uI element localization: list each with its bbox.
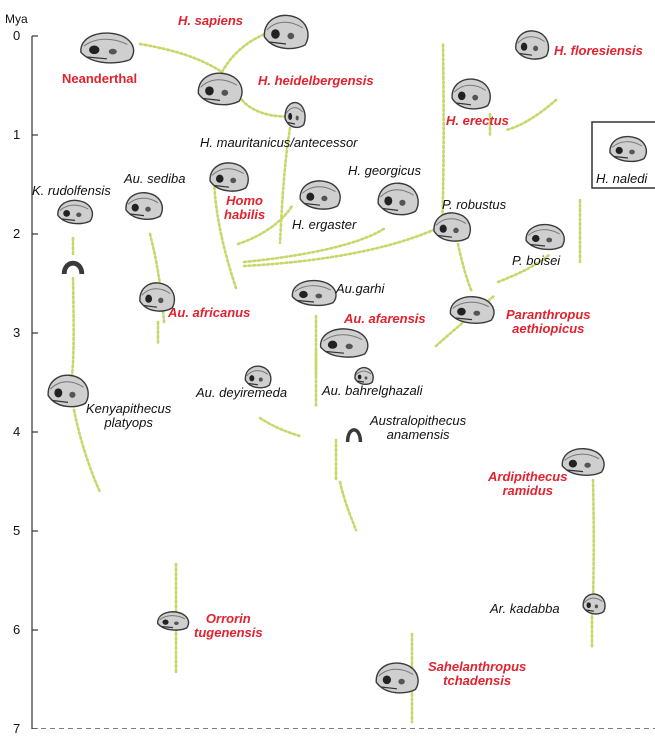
species-label-sahelanthropus-tchadensis: Sahelanthropus tchadensis bbox=[428, 660, 526, 687]
sahelanthropus-tchadensis-skull-icon bbox=[376, 663, 418, 693]
axis-tick-label: 2 bbox=[13, 226, 20, 241]
species-label-homo-habilis: Homo habilis bbox=[224, 194, 265, 221]
species-label-p-robustus: P. robustus bbox=[442, 198, 506, 212]
lineage-line bbox=[593, 480, 594, 600]
species-label-paranthropus-aethiopicus: Paranthropus aethiopicus bbox=[506, 308, 591, 335]
homo-habilis-skull-icon bbox=[210, 163, 248, 191]
axis-tick-label: 3 bbox=[13, 325, 20, 340]
h-georgicus-skull-icon bbox=[378, 183, 418, 215]
h-naledi-fossil-icon bbox=[610, 137, 646, 162]
lineage-line bbox=[140, 44, 222, 72]
species-label-australopithecus-anamensis: Australopithecus anamensis bbox=[370, 414, 466, 441]
lineage-line bbox=[242, 100, 292, 116]
species-label-au-sediba: Au. sediba bbox=[124, 172, 185, 186]
lineage-line bbox=[244, 226, 442, 266]
species-label-h-heidelbergensis: H. heidelbergensis bbox=[258, 74, 374, 88]
h-heidelbergensis-skull-icon bbox=[198, 73, 242, 105]
species-label-h-erectus: H. erectus bbox=[446, 114, 509, 128]
species-label-au-afarensis: Au. afarensis bbox=[344, 312, 426, 326]
species-label-orrorin-tugenensis: Orrorin tugenensis bbox=[194, 612, 263, 639]
h-erectus-skull-icon bbox=[452, 79, 490, 109]
species-label-ardipithecus-ramidus: Ardipithecus ramidus bbox=[488, 470, 567, 497]
h-ergaster-skull-icon bbox=[300, 181, 340, 209]
neanderthal-skull-icon bbox=[81, 33, 134, 63]
paranthropus-aethiopicus-skull-icon bbox=[450, 297, 494, 324]
lineage-line bbox=[222, 32, 270, 72]
k-rudolfensis-skull-icon bbox=[58, 200, 93, 223]
k-rudolfensis-jaw-icon bbox=[64, 263, 82, 274]
axis-tick-label: 5 bbox=[13, 523, 20, 538]
h-floresiensis-skull-icon bbox=[516, 31, 549, 59]
axis-unit-label: Mya bbox=[5, 12, 28, 26]
species-label-k-rudolfensis: K. rudolfensis bbox=[32, 184, 111, 198]
australopithecus-anamensis-jaw-icon bbox=[348, 430, 361, 442]
ardipithecus-ramidus-skull-icon bbox=[562, 449, 604, 476]
lineage-line bbox=[506, 100, 556, 130]
species-label-h-mauritanicus: H. mauritanicus/antecessor bbox=[200, 136, 358, 150]
ar-kadabba-fossil-icon bbox=[583, 594, 605, 614]
lineage-line bbox=[458, 244, 472, 292]
axis-tick-label: 1 bbox=[13, 127, 20, 142]
species-label-h-sapiens: H. sapiens bbox=[178, 14, 243, 28]
lineage-line bbox=[340, 482, 356, 530]
axis-tick-label: 6 bbox=[13, 622, 20, 637]
lineage-line bbox=[244, 228, 385, 262]
species-label-au-africanus: Au. africanus bbox=[168, 306, 250, 320]
axis-tick-label: 0 bbox=[13, 28, 20, 43]
h-mauritanicus-fossil-icon bbox=[285, 103, 305, 128]
lineage-line bbox=[72, 278, 74, 376]
species-label-h-floresiensis: H. floresiensis bbox=[554, 44, 643, 58]
au-sediba-skull-icon bbox=[126, 193, 162, 220]
p-robustus-skull-icon bbox=[434, 213, 470, 241]
species-label-h-ergaster: H. ergaster bbox=[292, 218, 356, 232]
species-label-ar-kadabba: Ar. kadabba bbox=[490, 602, 560, 616]
species-label-kenyapithecus-platyops: Kenyapithecus platyops bbox=[86, 402, 171, 429]
au-garhi-skull-icon bbox=[292, 281, 336, 306]
orrorin-tugenensis-fossil-icon bbox=[158, 612, 189, 630]
species-label-neanderthal: Neanderthal bbox=[62, 72, 137, 86]
lineage-line bbox=[260, 418, 300, 436]
species-label-h-naledi: H. naledi bbox=[596, 172, 647, 186]
au-afarensis-skull-icon bbox=[321, 329, 368, 357]
species-label-au-deyiremeda: Au. deyiremeda bbox=[196, 386, 287, 400]
species-label-au-bahrelghazali: Au. bahrelghazali bbox=[322, 384, 422, 398]
h-sapiens-skull-icon bbox=[264, 15, 308, 48]
species-label-h-georgicus: H. georgicus bbox=[348, 164, 421, 178]
axis-tick-label: 4 bbox=[13, 424, 20, 439]
species-label-p-boisei: P. boisei bbox=[512, 254, 560, 268]
species-label-au-garhi: Au.garhi bbox=[336, 282, 384, 296]
au-bahrelghazali-fossil-icon bbox=[355, 368, 373, 385]
kenyapithecus-platyops-skull-icon bbox=[48, 375, 88, 407]
p-boisei-skull-icon bbox=[526, 225, 564, 250]
